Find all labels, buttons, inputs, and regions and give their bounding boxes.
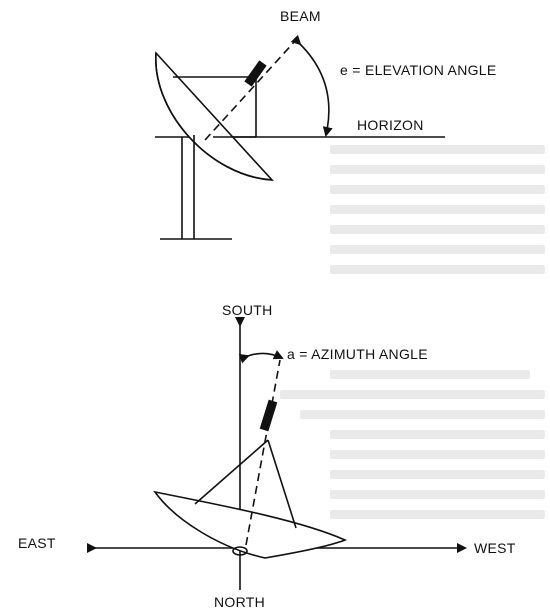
feed-strut-left — [194, 439, 269, 505]
azimuth-angle-arc — [238, 350, 284, 364]
east-label: EAST — [18, 535, 56, 551]
azimuth-beam-line — [245, 359, 281, 546]
south-label: SOUTH — [222, 302, 273, 318]
dish-rim — [155, 52, 273, 181]
elevation-angle-arc — [290, 34, 333, 137]
north-label: NORTH — [214, 594, 266, 610]
beam-line — [204, 39, 297, 141]
horizon-label: HORIZON — [357, 117, 424, 133]
azimuth-angle-label: a = AZIMUTH ANGLE — [287, 346, 428, 362]
feed-strut-right — [267, 439, 297, 529]
mount-pivot — [232, 546, 248, 556]
west-label: WEST — [474, 540, 516, 556]
elevation-angle-label: e = ELEVATION ANGLE — [340, 62, 497, 78]
elevation-view — [155, 34, 445, 240]
feed-horn — [244, 60, 267, 87]
azimuth-view — [87, 317, 467, 590]
azimuth-feed-horn — [259, 399, 278, 432]
beam-label: BEAM — [280, 8, 321, 24]
